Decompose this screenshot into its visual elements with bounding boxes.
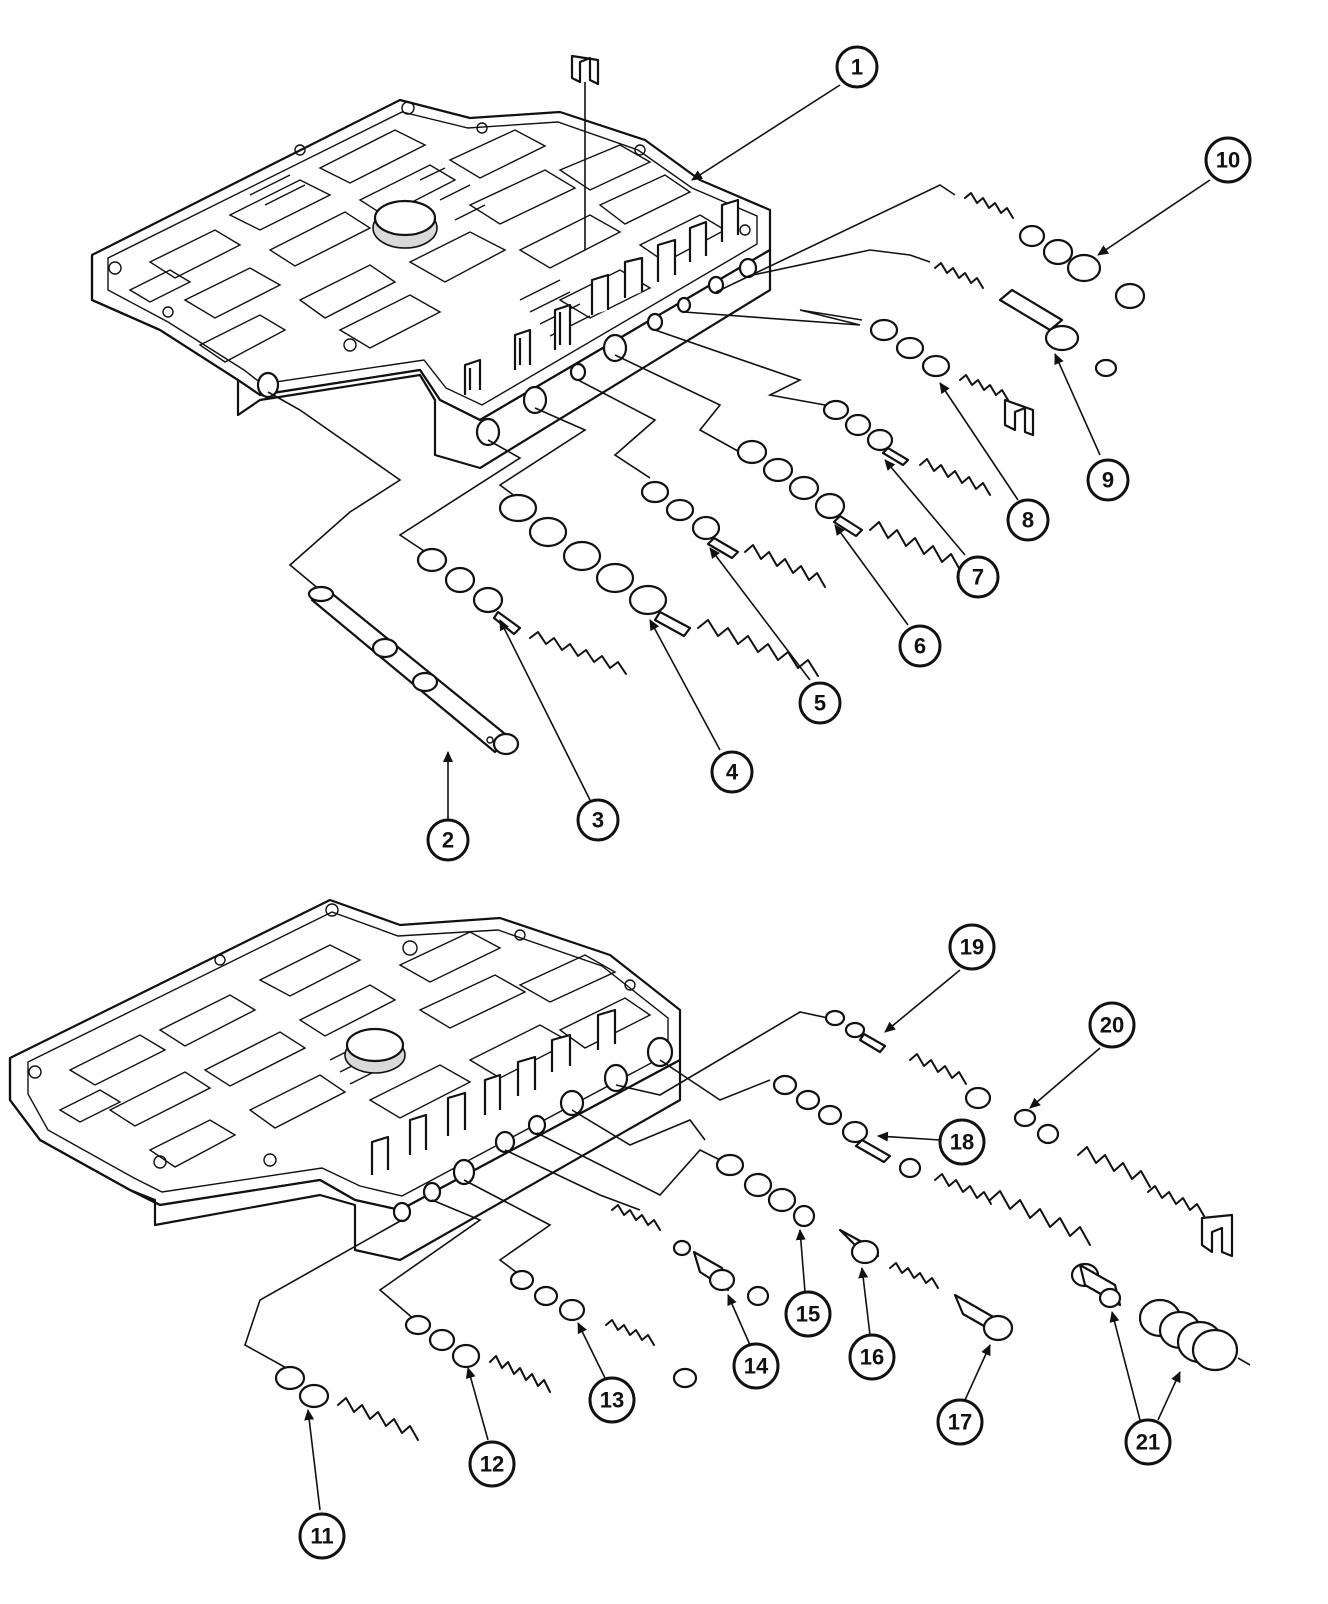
callout-3-label: 3 bbox=[592, 808, 604, 833]
part-3-valve bbox=[416, 547, 627, 675]
callout-8-label: 8 bbox=[1022, 508, 1034, 533]
callout-1-label: 1 bbox=[851, 55, 863, 80]
part-11-valve bbox=[274, 1365, 419, 1441]
callout-19: 19 bbox=[948, 923, 996, 971]
callout-16-label: 16 bbox=[860, 1345, 884, 1370]
callout-13-label: 13 bbox=[600, 1388, 624, 1413]
callout-5-label: 5 bbox=[814, 691, 826, 716]
part-13-valve bbox=[509, 1269, 698, 1389]
part-18-valve bbox=[772, 1074, 1091, 1246]
callout-7: 7 bbox=[956, 555, 1000, 599]
part-8-valve bbox=[869, 318, 1035, 437]
callout-6-label: 6 bbox=[914, 634, 926, 659]
part-5-valve bbox=[640, 480, 826, 588]
callout-4: 4 bbox=[710, 750, 754, 794]
callout-1: 1 bbox=[835, 45, 879, 89]
lower-valve-body bbox=[8, 898, 682, 1262]
upper-valve-body bbox=[90, 54, 772, 470]
callout-15: 15 bbox=[784, 1290, 832, 1338]
callout-8: 8 bbox=[1006, 498, 1050, 542]
callout-18: 18 bbox=[938, 1118, 986, 1166]
part-16-valve bbox=[838, 1228, 939, 1289]
callout-14-label: 14 bbox=[744, 1354, 769, 1379]
callout-11: 11 bbox=[298, 1512, 346, 1560]
callout-21: 21 bbox=[1124, 1418, 1172, 1466]
callout-4-label: 4 bbox=[726, 760, 739, 785]
callout-15-label: 15 bbox=[796, 1302, 820, 1327]
callout-17: 17 bbox=[936, 1398, 984, 1446]
callout-12-label: 12 bbox=[480, 1452, 504, 1477]
callout-3: 3 bbox=[576, 798, 620, 842]
part-21-valve bbox=[1070, 1262, 1251, 1372]
callout-9-label: 9 bbox=[1102, 468, 1114, 493]
part-12-valve bbox=[404, 1314, 551, 1393]
callout-2-label: 2 bbox=[442, 828, 454, 853]
part-9-valve bbox=[934, 262, 1118, 378]
callout-18-label: 18 bbox=[950, 1130, 974, 1155]
callout-19-label: 19 bbox=[960, 935, 984, 960]
callout-leaders bbox=[304, 84, 1211, 1511]
callouts: 1 2 3 4 5 6 7 8 9 10 11 12 13 14 15 16 1… bbox=[298, 45, 1252, 1560]
callout-2: 2 bbox=[426, 818, 470, 862]
callout-16: 16 bbox=[848, 1333, 896, 1381]
callout-14: 14 bbox=[732, 1342, 780, 1390]
part-19-valve bbox=[824, 1009, 992, 1110]
callout-11-label: 11 bbox=[310, 1524, 333, 1549]
upper-valve-parts bbox=[267, 184, 1146, 756]
callout-7-label: 7 bbox=[972, 565, 984, 590]
part-15-valve bbox=[715, 1153, 816, 1228]
callout-13: 13 bbox=[588, 1376, 636, 1424]
part-20-valve bbox=[1013, 1108, 1234, 1258]
part-7-valve bbox=[822, 399, 991, 496]
part-10-valve bbox=[964, 192, 1146, 310]
callout-6: 6 bbox=[898, 624, 942, 668]
callout-20: 20 bbox=[1088, 1001, 1136, 1049]
callout-17-label: 17 bbox=[948, 1410, 972, 1435]
part-14-valve bbox=[611, 1204, 770, 1307]
callout-5: 5 bbox=[798, 681, 842, 725]
callout-20-label: 20 bbox=[1100, 1013, 1124, 1038]
part-17-valve bbox=[953, 1293, 1014, 1342]
part-2-valve bbox=[307, 585, 520, 756]
part-4-valve bbox=[498, 493, 819, 677]
callout-9: 9 bbox=[1086, 458, 1130, 502]
lower-valve-parts bbox=[244, 1009, 1251, 1441]
callout-12: 12 bbox=[468, 1440, 516, 1488]
callout-10-label: 10 bbox=[1216, 148, 1240, 173]
callout-10: 10 bbox=[1204, 136, 1252, 184]
callout-21-label: 21 bbox=[1136, 1430, 1160, 1455]
